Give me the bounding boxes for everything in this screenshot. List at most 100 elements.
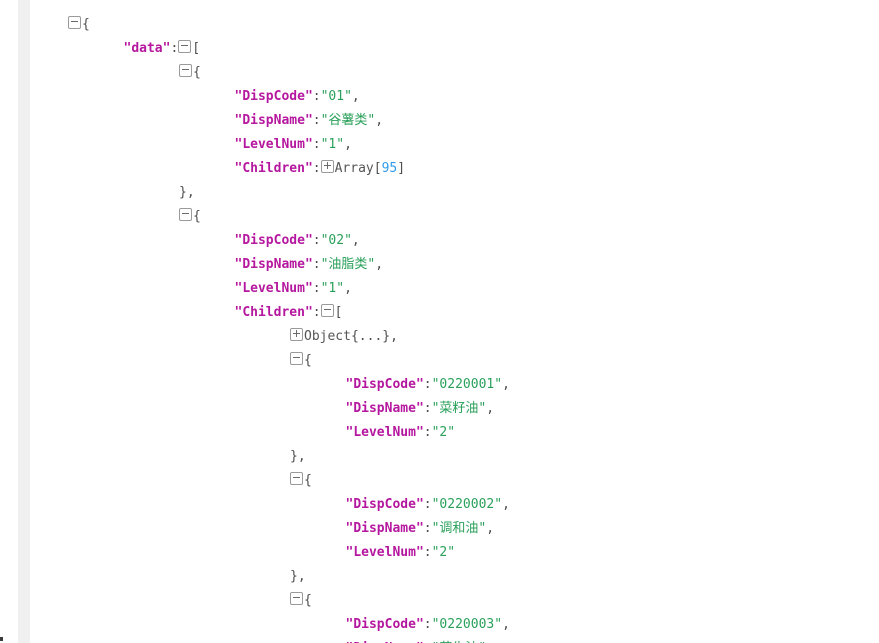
collapse-node-icon[interactable] bbox=[320, 304, 334, 317]
json-punctuation: { bbox=[82, 17, 90, 32]
json-string-value: "1" bbox=[320, 281, 345, 296]
json-punctuation: : bbox=[423, 617, 432, 632]
json-key: "DispCode" bbox=[345, 617, 424, 632]
collapse-node-icon[interactable] bbox=[178, 40, 192, 53]
json-line[interactable]: { bbox=[30, 205, 879, 229]
json-line[interactable]: "LevelNum":"2" bbox=[30, 541, 879, 565]
json-line[interactable]: "DispCode":"0220003", bbox=[30, 613, 879, 637]
json-type-label: Object bbox=[304, 329, 351, 344]
json-line[interactable]: "LevelNum":"1", bbox=[30, 133, 879, 157]
json-line[interactable]: "DispCode":"01", bbox=[30, 85, 879, 109]
json-punctuation: : bbox=[312, 233, 321, 248]
json-punctuation: , bbox=[351, 233, 360, 248]
json-punctuation: : bbox=[312, 113, 321, 128]
collapse-node-icon[interactable] bbox=[179, 64, 192, 77]
json-key: "DispCode" bbox=[234, 89, 313, 104]
json-line[interactable]: { bbox=[30, 589, 879, 613]
json-line[interactable]: { bbox=[30, 349, 879, 373]
json-key: "data" bbox=[123, 41, 171, 56]
json-line[interactable]: "DispCode":"0220001", bbox=[30, 373, 879, 397]
json-key: "LevelNum" bbox=[234, 281, 313, 296]
json-string-value: "0220003" bbox=[431, 617, 503, 632]
json-key: "DispName" bbox=[234, 257, 313, 272]
json-line[interactable]: "DispName":"谷薯类", bbox=[30, 109, 879, 133]
json-punctuation: { bbox=[304, 473, 312, 488]
json-punctuation: : bbox=[312, 281, 321, 296]
json-key: "Children" bbox=[234, 161, 313, 176]
json-number-value: 95 bbox=[381, 161, 398, 176]
json-line[interactable]: "DispCode":"02", bbox=[30, 229, 879, 253]
json-punctuation: , bbox=[486, 401, 495, 416]
json-punctuation: ] bbox=[397, 161, 406, 176]
json-line[interactable]: "DispName":"菜籽油", bbox=[30, 397, 879, 421]
json-punctuation: : bbox=[423, 377, 432, 392]
left-gutter bbox=[18, 0, 30, 643]
json-key: "DispName" bbox=[346, 641, 424, 643]
json-string-value: "02" bbox=[320, 233, 352, 248]
json-punctuation: : bbox=[312, 257, 321, 272]
json-punctuation: : bbox=[423, 521, 432, 536]
json-punctuation: , bbox=[375, 113, 384, 128]
json-line[interactable]: "DispName":"调和油", bbox=[30, 517, 879, 541]
json-punctuation: : bbox=[312, 137, 321, 152]
json-punctuation: { bbox=[193, 65, 201, 80]
collapse-node-icon[interactable] bbox=[290, 472, 303, 485]
json-line[interactable]: "Children": Array[95] bbox=[30, 157, 879, 181]
json-line[interactable]: }, bbox=[30, 565, 879, 589]
json-punctuation: : bbox=[312, 161, 321, 176]
json-punctuation: , bbox=[486, 521, 495, 536]
collapse-node-icon[interactable] bbox=[290, 592, 303, 605]
json-line[interactable]: "DispCode":"0220002", bbox=[30, 493, 879, 517]
json-string-value: "0220002" bbox=[431, 497, 503, 512]
json-tree[interactable]: { "data": [ { "DispCode":"01","DispName":"谷薯… bbox=[30, 13, 879, 643]
json-punctuation: [ bbox=[192, 41, 201, 56]
json-line[interactable]: Object{...}, bbox=[30, 325, 879, 349]
json-string-value: "1" bbox=[320, 137, 345, 152]
collapse-node-icon[interactable] bbox=[290, 352, 303, 365]
expand-node-icon[interactable] bbox=[320, 160, 334, 173]
json-content-viewport[interactable]: { "data": [ { "DispCode":"01","DispName":"谷薯… bbox=[30, 0, 879, 643]
left-edge-strip bbox=[0, 0, 18, 643]
json-punctuation: }, bbox=[179, 185, 195, 200]
json-key: "DispCode" bbox=[345, 497, 424, 512]
json-line[interactable]: "data": [ bbox=[30, 37, 879, 61]
json-punctuation: , bbox=[502, 377, 510, 392]
json-punctuation: , bbox=[502, 497, 510, 512]
json-punctuation: [ bbox=[334, 305, 343, 320]
json-punctuation: : bbox=[423, 401, 432, 416]
corner-mark bbox=[0, 637, 3, 641]
json-line[interactable]: }, bbox=[30, 445, 879, 469]
json-string-value: "油脂类" bbox=[320, 257, 376, 272]
json-punctuation: : bbox=[170, 41, 179, 56]
json-line[interactable]: { bbox=[30, 469, 879, 493]
json-line[interactable]: "LevelNum":"2" bbox=[30, 421, 879, 445]
expand-node-icon[interactable] bbox=[290, 328, 303, 341]
json-key: "DispCode" bbox=[345, 377, 424, 392]
json-line[interactable]: { bbox=[30, 13, 879, 37]
collapse-node-icon[interactable] bbox=[179, 208, 192, 221]
json-key: "DispName" bbox=[345, 521, 424, 536]
json-line[interactable]: "DispName":"油脂类", bbox=[30, 253, 879, 277]
json-key: "LevelNum" bbox=[345, 425, 424, 440]
json-punctuation: {...}, bbox=[350, 329, 398, 344]
json-punctuation: , bbox=[351, 89, 360, 104]
json-key: "DispName" bbox=[234, 113, 313, 128]
json-string-value: "菜籽油" bbox=[431, 401, 487, 416]
json-punctuation: }, bbox=[290, 569, 306, 584]
json-punctuation: : bbox=[312, 305, 321, 320]
collapse-node-icon[interactable] bbox=[68, 16, 81, 29]
json-type-label: Array bbox=[334, 161, 374, 176]
json-string-value: "0220001" bbox=[431, 377, 503, 392]
json-line[interactable]: "Children":[ bbox=[30, 301, 879, 325]
json-string-value: "调和油" bbox=[431, 521, 487, 536]
json-line[interactable]: }, bbox=[30, 181, 879, 205]
json-string-value: "2" bbox=[431, 425, 456, 440]
json-line[interactable]: "LevelNum":"1", bbox=[30, 277, 879, 301]
json-line[interactable]: { bbox=[30, 61, 879, 85]
json-line[interactable]: "DispName":"花生油", bbox=[30, 637, 879, 643]
json-punctuation: : bbox=[424, 641, 432, 643]
json-punctuation: , bbox=[344, 137, 352, 152]
json-punctuation: [ bbox=[373, 161, 382, 176]
json-punctuation: : bbox=[312, 89, 321, 104]
